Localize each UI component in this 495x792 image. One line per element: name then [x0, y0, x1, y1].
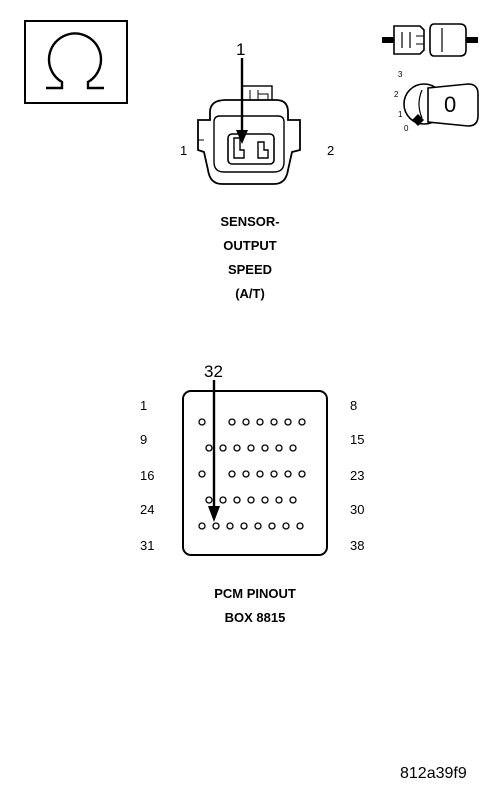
pcm-pin-hole	[298, 418, 306, 426]
pcm-pin-hole	[198, 522, 206, 530]
pcm-left-label: 24	[140, 502, 155, 517]
pcm-right-label: 8	[350, 398, 358, 413]
pcm-title: PCM PINOUT BOX 8815	[180, 582, 330, 630]
pcm-right-label: 15	[350, 432, 365, 447]
ignition-position-0: 0	[404, 124, 409, 133]
pcm-pin-hole	[228, 418, 236, 426]
sensor-pin-right-label: 2	[327, 143, 335, 158]
pcm-pin-hole	[198, 418, 206, 426]
pcm-pin-hole	[242, 418, 250, 426]
pcm-connector	[182, 390, 328, 556]
sensor-pin-left-label: 1	[180, 143, 188, 158]
pcm-pin-hole	[275, 496, 283, 504]
sensor-connector	[196, 80, 306, 200]
pcm-pin-hole	[254, 522, 262, 530]
pcm-title-line: BOX 8815	[224, 610, 286, 625]
pcm-pin-hole	[205, 444, 213, 452]
pcm-pin-hole	[289, 444, 297, 452]
pcm-pin-hole	[219, 444, 227, 452]
pcm-pin-hole	[284, 418, 292, 426]
ignition-key-icon: 3 2 1 0 0	[392, 64, 492, 144]
pcm-pin-hole	[298, 470, 306, 478]
pcm-pin-hole	[219, 496, 227, 504]
pcm-callout-arrow	[206, 380, 222, 524]
pcm-right-label: 38	[350, 538, 365, 553]
pcm-pin-hole	[256, 470, 264, 478]
pcm-pin-hole	[242, 470, 250, 478]
pcm-pin-hole	[284, 470, 292, 478]
ohm-meter-icon	[24, 20, 128, 104]
ignition-key-label: 0	[444, 92, 457, 117]
sensor-title: SENSOR- OUTPUT SPEED (A/T)	[180, 210, 320, 306]
pcm-pin-hole	[282, 522, 290, 530]
sensor-title-line: SENSOR-	[220, 214, 280, 229]
ignition-position-3: 3	[398, 70, 403, 79]
pcm-pin-hole	[275, 444, 283, 452]
ignition-position-1: 1	[398, 110, 403, 119]
sensor-callout-arrow	[234, 58, 250, 146]
pcm-left-label: 1	[140, 398, 148, 413]
pcm-pin-hole	[261, 444, 269, 452]
pcm-pin-hole	[233, 496, 241, 504]
pcm-pin-hole	[247, 444, 255, 452]
sensor-title-line: OUTPUT	[223, 238, 277, 253]
ignition-position-2: 2	[394, 90, 399, 99]
sensor-title-line: (A/T)	[235, 286, 265, 301]
pcm-pin-hole	[226, 522, 234, 530]
pcm-pin-hole	[270, 470, 278, 478]
pcm-left-label: 9	[140, 432, 148, 447]
pcm-callout-label: 32	[204, 362, 223, 381]
pcm-pin-hole	[261, 496, 269, 504]
pcm-left-label: 31	[140, 538, 155, 553]
pcm-pin-hole	[256, 418, 264, 426]
pcm-pin-hole	[289, 496, 297, 504]
pcm-pin-hole	[270, 418, 278, 426]
sensor-callout-label: 1	[236, 40, 246, 59]
pcm-right-label: 23	[350, 468, 365, 483]
figure-code: 812a39f9	[400, 765, 467, 782]
sensor-title-line: SPEED	[227, 262, 273, 277]
pcm-pin-hole	[240, 522, 248, 530]
pcm-right-label: 30	[350, 502, 365, 517]
connector-disconnected-icon	[380, 18, 480, 62]
pcm-pin-hole	[233, 444, 241, 452]
pcm-pin-hole	[296, 522, 304, 530]
pcm-pin-hole	[228, 470, 236, 478]
pcm-pin-hole	[205, 496, 213, 504]
pcm-pin-hole	[198, 470, 206, 478]
pcm-pin-hole	[212, 522, 220, 530]
pcm-pin-hole	[268, 522, 276, 530]
pcm-left-label: 16	[140, 468, 155, 483]
pcm-pin-hole	[247, 496, 255, 504]
pcm-title-line: PCM PINOUT	[214, 586, 296, 601]
